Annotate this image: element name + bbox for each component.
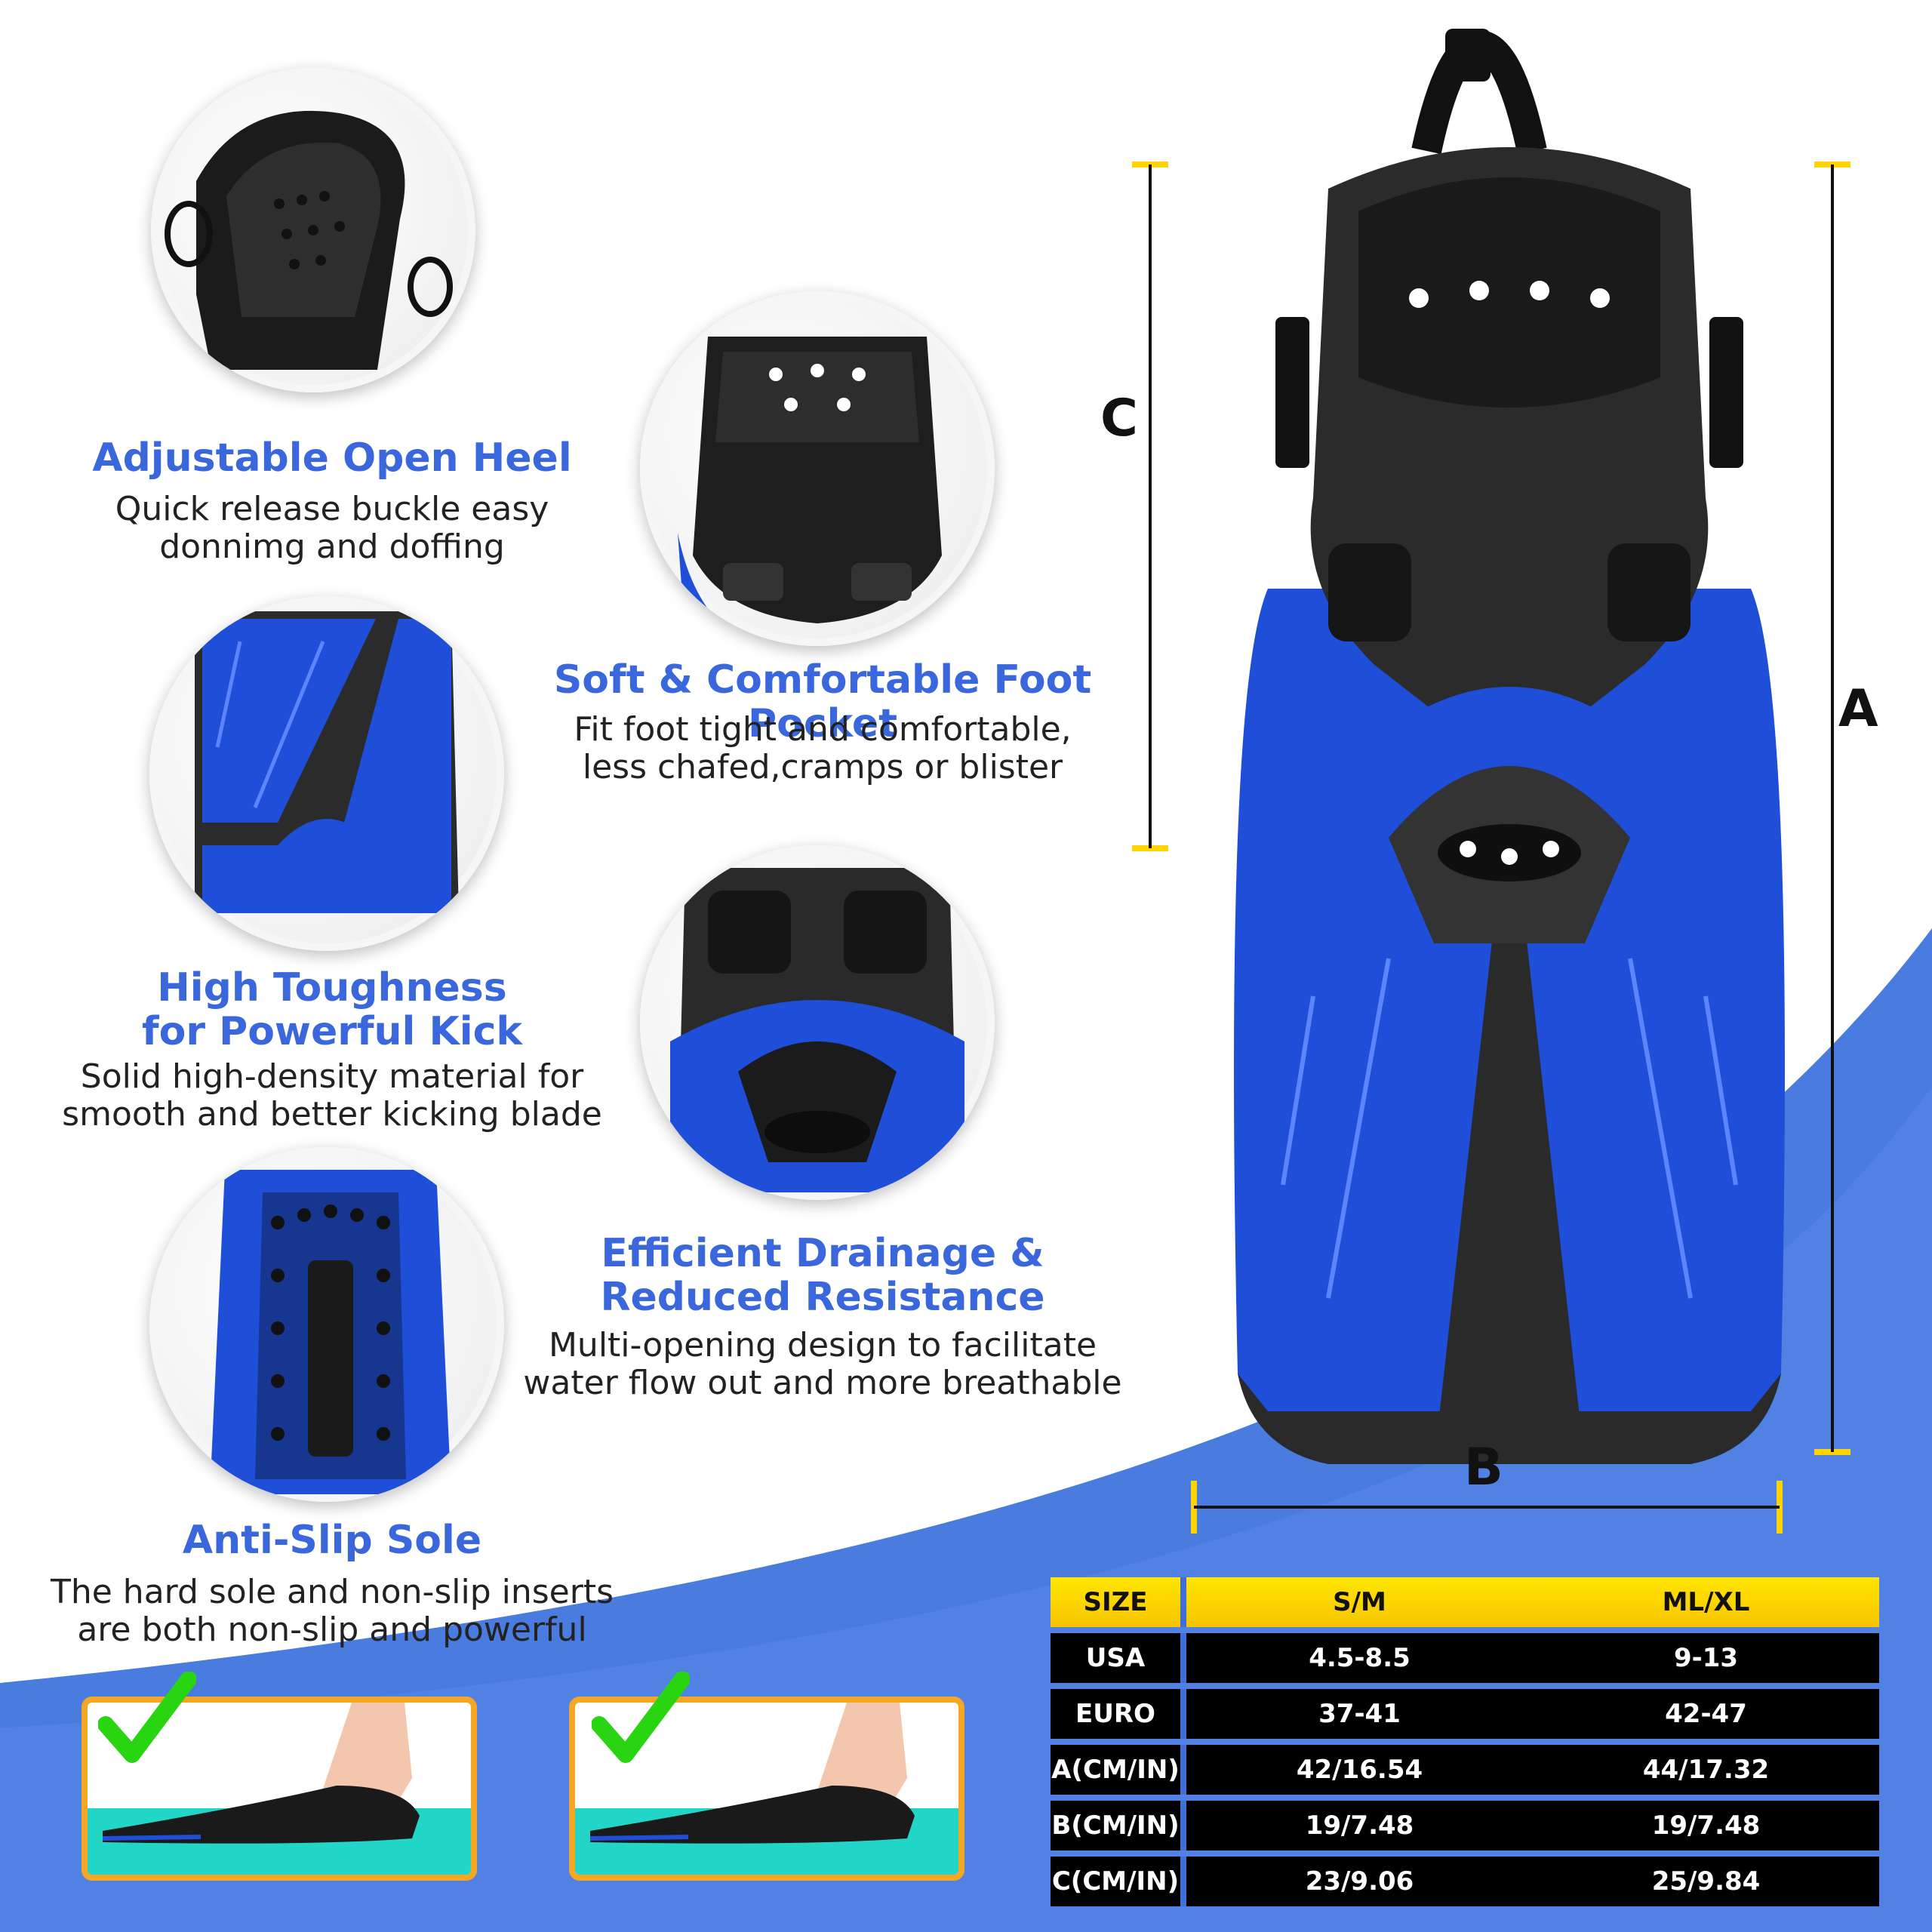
feature-title-drainage: Efficient Drainage & — [601, 1231, 1044, 1276]
drainage-image — [640, 845, 995, 1200]
size-header: SIZE — [1051, 1577, 1186, 1627]
table-row: B(CM/IN) 19/7.48 19/7.48 — [1051, 1801, 1879, 1850]
size-table-header: SIZE S/M ML/XL — [1051, 1577, 1879, 1627]
fit-example-2 — [569, 1697, 964, 1881]
table-row: C(CM/IN) 23/9.06 25/9.84 — [1051, 1857, 1879, 1906]
fin-illustration — [1234, 29, 1785, 1464]
blade-toughness-image — [149, 596, 504, 951]
dimension-label-b: B — [1464, 1438, 1503, 1497]
table-row: USA 4.5-8.5 9-13 — [1051, 1633, 1879, 1683]
size-header-mlxl: ML/XL — [1533, 1577, 1879, 1627]
cell-mlxl: 19/7.48 — [1533, 1801, 1879, 1850]
feature-desc-anti-slip-1: The hard sole and non-slip inserts — [50, 1573, 614, 1611]
open-heel-image — [151, 68, 475, 392]
feature-title-drainage-2: Reduced Resistance — [600, 1275, 1045, 1320]
cell-sm: 4.5-8.5 — [1186, 1633, 1533, 1683]
check-icon — [98, 1672, 196, 1763]
feature-desc-foot-pocket-2: less chafed,cramps or blister — [582, 748, 1063, 786]
dimension-label-a: A — [1838, 679, 1878, 739]
size-header-sm: S/M — [1186, 1577, 1533, 1627]
row-label: USA — [1051, 1633, 1186, 1683]
feature-title-open-heel: Adjustable Open Heel — [92, 435, 572, 481]
row-label: A(CM/IN) — [1051, 1745, 1186, 1795]
foot-pocket-image — [640, 291, 995, 646]
cell-mlxl: 44/17.32 — [1533, 1745, 1879, 1795]
fit-example-1 — [82, 1697, 477, 1881]
feature-desc-toughness-2: smooth and better kicking blade — [62, 1095, 602, 1134]
feature-desc-drainage-1: Multi-opening design to facilitate — [548, 1326, 1097, 1364]
feature-desc-open-heel-2: donnimg and doffing — [159, 528, 505, 566]
feature-title-foot-pocket: Soft & Comfortable Foot Pocket — [553, 657, 1092, 746]
cell-sm: 42/16.54 — [1186, 1745, 1533, 1795]
row-label: EURO — [1051, 1689, 1186, 1739]
feature-desc-anti-slip-2: are both non-slip and powerful — [77, 1611, 587, 1649]
feature-desc-foot-pocket-1: Fit foot tight and comfortable, — [574, 710, 1072, 749]
cell-sm: 37-41 — [1186, 1689, 1533, 1739]
cell-sm: 23/9.06 — [1186, 1857, 1533, 1906]
table-row: A(CM/IN) 42/16.54 44/17.32 — [1051, 1745, 1879, 1795]
feature-desc-open-heel-1: Quick release buckle easy — [115, 490, 549, 528]
feature-title-toughness-2: for Powerful Kick — [142, 1009, 522, 1054]
cell-mlxl: 9-13 — [1533, 1633, 1879, 1683]
feature-title-toughness: High Toughness — [157, 965, 507, 1011]
row-label: C(CM/IN) — [1051, 1857, 1186, 1906]
cell-sm: 19/7.48 — [1186, 1801, 1533, 1850]
check-icon — [592, 1672, 690, 1763]
dimension-label-c: C — [1100, 389, 1138, 448]
feature-title-anti-slip: Anti-Slip Sole — [182, 1518, 482, 1563]
cell-mlxl: 25/9.84 — [1533, 1857, 1879, 1906]
table-row: EURO 37-41 42-47 — [1051, 1689, 1879, 1739]
feature-desc-drainage-2: water flow out and more breathable — [523, 1364, 1122, 1402]
anti-slip-sole-image — [149, 1147, 504, 1502]
cell-mlxl: 42-47 — [1533, 1689, 1879, 1739]
feature-desc-toughness-1: Solid high-density material for — [80, 1057, 584, 1096]
row-label: B(CM/IN) — [1051, 1801, 1186, 1850]
size-table: SIZE S/M ML/XL USA 4.5-8.5 9-13 EURO 37-… — [1051, 1571, 1879, 1912]
